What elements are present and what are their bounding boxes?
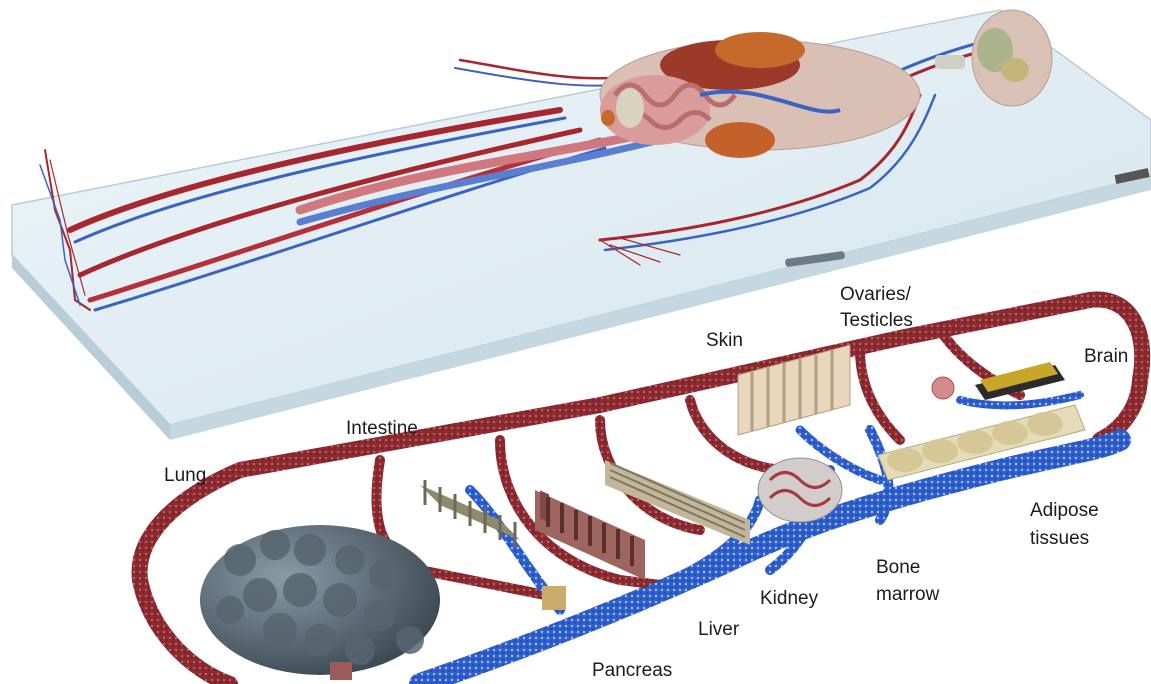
label-liver: Liver (698, 618, 739, 642)
lung-chamber (200, 525, 440, 680)
label-ovaries-testicles-line1: Ovaries/ (840, 283, 911, 307)
label-pancreas: Pancreas (592, 659, 672, 683)
label-adipose-line1: Adipose (1030, 499, 1099, 523)
label-bone-marrow-line2: marrow (876, 583, 939, 607)
ovaries-testicles-chip (932, 377, 954, 399)
label-adipose-line2: tissues (1030, 527, 1089, 551)
label-ovaries-testicles-line2: Testicles (840, 309, 913, 333)
label-lung: Lung (164, 464, 206, 488)
label-bone-marrow-line1: Bone (876, 556, 920, 580)
label-kidney: Kidney (760, 587, 818, 611)
bone-marrow-chip (758, 458, 842, 522)
label-brain: Brain (1084, 345, 1128, 369)
label-intestine: Intestine (346, 417, 418, 441)
label-skin: Skin (706, 329, 743, 353)
